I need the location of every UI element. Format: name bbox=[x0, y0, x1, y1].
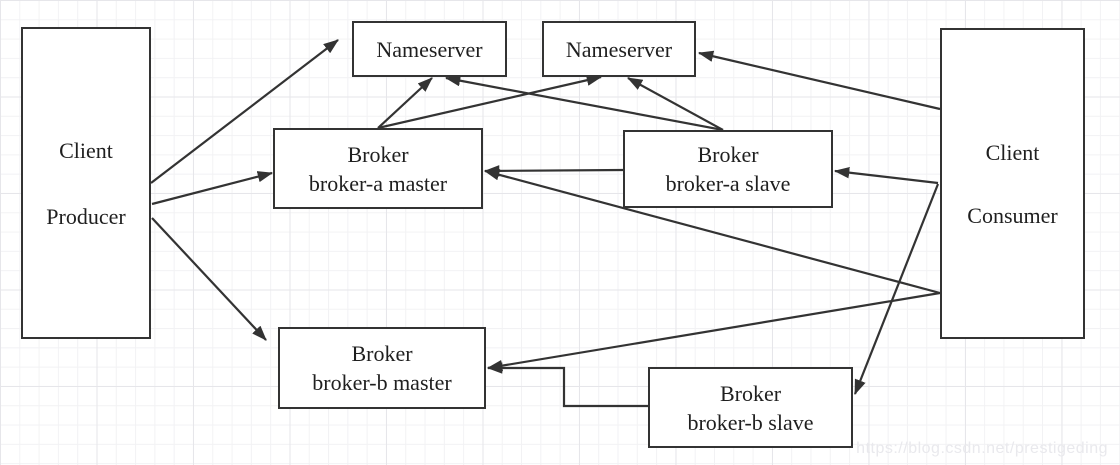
node-label: Producer bbox=[46, 203, 126, 229]
node-label: broker-a slave bbox=[665, 171, 791, 196]
edge-client-producer-to-broker-b-master bbox=[151, 217, 267, 341]
node-label: Nameserver bbox=[376, 36, 483, 62]
edge-broker-a-master-to-nameserver-2 bbox=[377, 74, 603, 130]
edge-client-consumer-to-nameserver-2 bbox=[697, 50, 941, 111]
watermark-text: https://blog.csdn.net/prestigeding bbox=[856, 440, 1108, 457]
node-client-consumer[interactable]: Client Consumer bbox=[940, 28, 1085, 339]
node-broker-a-slave[interactable]: Broker broker-a slave bbox=[623, 130, 833, 208]
node-broker-b-master[interactable]: Broker broker-b master bbox=[278, 327, 486, 409]
node-client-producer[interactable]: Client Producer bbox=[21, 27, 151, 339]
node-label: Consumer bbox=[967, 202, 1058, 228]
edge-client-consumer-to-broker-b-master bbox=[486, 291, 941, 372]
node-label: Client bbox=[59, 137, 113, 163]
node-label: broker-b slave bbox=[687, 409, 814, 435]
edge-client-producer-to-broker-a-master bbox=[151, 171, 274, 206]
edge-broker-a-slave-to-broker-a-master bbox=[483, 165, 624, 177]
node-label: Client bbox=[985, 139, 1040, 165]
node-label: broker-a master bbox=[308, 170, 448, 196]
node-label: Broker bbox=[351, 341, 413, 366]
edge-client-producer-to-nameserver-1 bbox=[150, 39, 339, 184]
node-broker-a-master[interactable]: Broker broker-a master bbox=[273, 128, 483, 209]
edge-broker-a-master-to-nameserver-1 bbox=[377, 77, 433, 129]
node-nameserver-2[interactable]: Nameserver bbox=[542, 21, 696, 77]
edge-client-consumer-to-broker-b-slave bbox=[853, 183, 940, 396]
node-label: Broker bbox=[719, 380, 782, 406]
node-label: Broker bbox=[697, 142, 759, 167]
node-label: Nameserver bbox=[565, 36, 673, 62]
node-label: broker-b master bbox=[312, 370, 452, 395]
node-nameserver-1[interactable]: Nameserver bbox=[352, 21, 507, 77]
node-broker-b-slave[interactable]: Broker broker-b slave bbox=[648, 367, 853, 448]
edge-broker-a-slave-to-nameserver-1 bbox=[444, 75, 724, 132]
edge-client-consumer-to-broker-a-master bbox=[483, 169, 941, 295]
edge-broker-b-slave-to-broker-b-master bbox=[486, 362, 648, 408]
node-label: Broker bbox=[347, 141, 409, 167]
edge-client-consumer-to-broker-a-slave bbox=[833, 166, 939, 185]
edge-broker-a-slave-to-nameserver-2 bbox=[627, 77, 724, 131]
